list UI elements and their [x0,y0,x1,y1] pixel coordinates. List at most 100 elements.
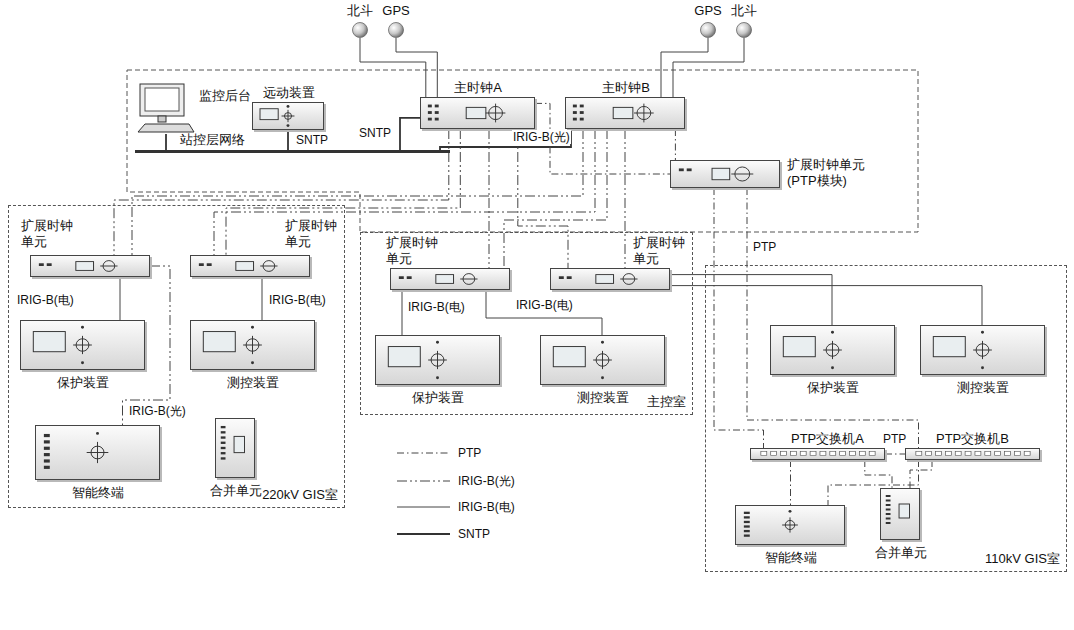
edge-label: IRIG-B(电) [407,300,466,314]
node-label: GPS [382,3,409,19]
edge-label: IRIG-B(光) [512,130,571,144]
edge-label: IRIG-B(电) [16,293,75,307]
node-label: 主时钟B [602,80,650,96]
node-label: 远动装置 [263,85,315,101]
clock-extension-unit: 扩展时钟 单元 [550,268,670,290]
node-label: 扩展时钟 单元 [386,235,442,266]
legend-text: SNTP [458,527,490,542]
signal-connector [400,118,420,150]
ied-device: 保护装置 [20,320,145,370]
edge-label: IRIG-B(电) [268,293,327,307]
ied-device: 测控装置 [190,320,315,370]
ptp-switch: PTP交换机B [905,448,1040,460]
signal-connector [885,454,905,455]
legend-text: IRIG-B(光) [458,474,515,489]
node-label: PTP交换机A [791,431,864,447]
node-label: 扩展时钟 单元 [633,235,689,266]
node-label: 测控装置 [957,380,1009,396]
merging-unit: 合并单元 [880,488,920,540]
node-label: 智能终端 [765,550,817,566]
node-label: 监控后台 [199,88,251,104]
node-label: 主控室 [647,394,686,410]
node-label: 110kV GIS室 [985,551,1060,567]
signal-connector [262,277,263,320]
clock-extension-unit: 扩展时钟单元 (PTP模块) [670,160,780,188]
signal-connector [747,188,919,448]
signal-connector [132,129,583,255]
edge-label: IRIG-B(光) [128,404,187,418]
node-label: 保护装置 [412,390,464,406]
ied-device: 保护装置 [770,325,895,375]
node-label: 合并单元 [875,545,927,561]
node-label: PTP交换机B [936,431,1009,447]
station-area-outline [127,70,918,232]
merging-unit: 合并单元 [215,418,255,478]
signal-connector [910,460,932,488]
legend-sample-optical [397,481,450,482]
edge-label: SNTP [295,133,329,147]
signal-connector [504,129,607,268]
node-label: 北斗 [347,3,373,19]
edge-label: PTP [752,240,777,254]
signal-connector [675,129,676,160]
smart-terminal: 智能终端 [735,505,845,545]
gnss-antenna: GPS [700,22,716,38]
node-label: 保护装置 [807,380,859,396]
node-label: 扩展时钟 单元 [285,218,341,249]
legend-sample-sntp [397,533,450,535]
clock-extension-unit: 扩展时钟 单元 [30,255,150,277]
room-region: 220kV GIS室扩展时钟 单元扩展时钟 单元保护装置测控装置智能终端合并单元 [8,205,345,508]
edge-label: IRIG-B(电) [515,298,574,312]
signal-connector [489,129,490,268]
node-label: 北斗 [731,3,757,19]
telecontrol-device: 远动装置 [252,102,324,130]
signal-connector [360,38,426,97]
signal-connector [670,286,982,325]
station-network-bus: 站控层网络 [135,150,450,153]
ied-device: 测控装置 [920,325,1045,375]
signal-connector [402,290,403,335]
legend-sample-electric [397,507,450,508]
edge-label: SNTP [358,126,392,140]
signal-connector [673,38,744,97]
node-label: 220kV GIS室 [262,487,338,503]
signal-connector [790,460,791,505]
clock-extension-unit: 扩展时钟 单元 [390,268,510,290]
room-region: 110kV GIS室保护装置测控装置PTP交换机APTP交换机B智能终端合并单元 [705,265,1067,572]
signal-connector [486,290,602,335]
signal-connector [661,38,708,97]
clock-extension-unit: 扩展时钟 单元 [190,255,310,277]
node-label: 智能终端 [72,485,124,501]
signal-connector [670,275,832,325]
node-label: 测控装置 [227,375,279,391]
room-region: 主控室扩展时钟 单元扩展时钟 单元保护装置测控装置 [360,232,693,415]
node-label: 合并单元 [210,483,262,499]
node-label: 保护装置 [57,375,109,391]
master-clock: 主时钟B [565,97,685,129]
smart-terminal: 智能终端 [35,425,160,480]
legend-text: IRIG-B(电) [458,500,515,515]
node-label: GPS [694,3,721,19]
signal-connector [865,460,892,488]
gnss-antenna: 北斗 [352,22,368,38]
signal-connector [165,134,167,150]
legend-text: PTP [458,446,481,461]
signal-connector [518,129,568,268]
signal-connector [120,277,121,320]
node-label: 测控装置 [577,390,629,406]
master-clock: 主时钟A [420,97,535,129]
legend-sample-ptp [397,453,450,454]
ptp-switch: PTP交换机A [750,448,885,460]
monitor-workstation: 监控后台 [137,82,195,134]
node-label: 扩展时钟单元 (PTP模块) [787,157,872,188]
node-label: 站控层网络 [180,132,245,148]
gnss-antenna: GPS [388,22,404,38]
node-label: 扩展时钟 单元 [21,218,77,249]
signal-connector [625,129,626,268]
signal-connector [396,38,437,97]
ied-device: 保护装置 [375,335,500,385]
node-label: 主时钟A [454,80,502,96]
ied-device: 测控装置 [540,335,665,385]
edge-label: PTP [882,432,907,446]
